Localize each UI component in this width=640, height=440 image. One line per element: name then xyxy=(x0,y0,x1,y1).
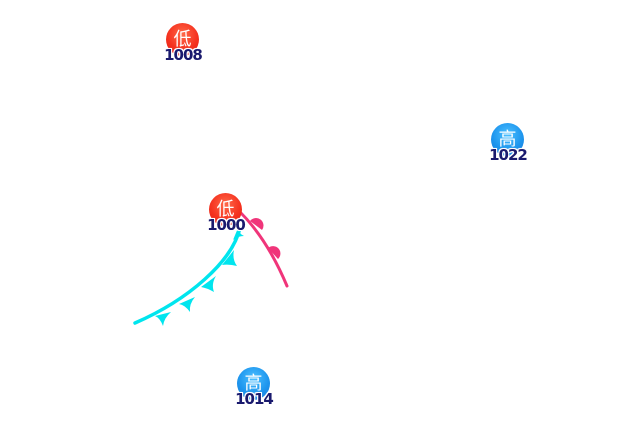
pressure-value: 1014 xyxy=(235,390,274,408)
high-pressure-icon: 高 xyxy=(237,367,270,400)
low-pressure-icon: 低 xyxy=(166,23,199,56)
pressure-value: 1022 xyxy=(489,146,528,164)
pressure-value: 1008 xyxy=(164,46,203,64)
cold-front-barb-icon xyxy=(222,250,237,266)
cold-front-barb-icon xyxy=(155,312,171,326)
high-pressure-center[interactable]: 高 1022 xyxy=(489,120,528,166)
cold-front-barb-icon xyxy=(233,228,244,240)
warm-front-semicircle-icon xyxy=(250,218,264,230)
cold-front-barb-icon xyxy=(201,276,216,292)
high-pressure-center[interactable]: 高 1014 xyxy=(235,364,274,410)
warm-front[interactable] xyxy=(238,210,289,288)
low-pressure-center[interactable]: 低 1008 xyxy=(164,20,203,66)
low-pressure-icon: 低 xyxy=(209,193,242,226)
cold-front-barb-icon xyxy=(179,297,195,312)
cold-front[interactable] xyxy=(133,226,244,326)
high-pressure-icon: 高 xyxy=(491,123,524,156)
low-pressure-center[interactable]: 低 1000 xyxy=(207,190,246,236)
warm-front-semicircle-icon xyxy=(268,246,281,259)
pressure-value: 1000 xyxy=(207,216,246,234)
